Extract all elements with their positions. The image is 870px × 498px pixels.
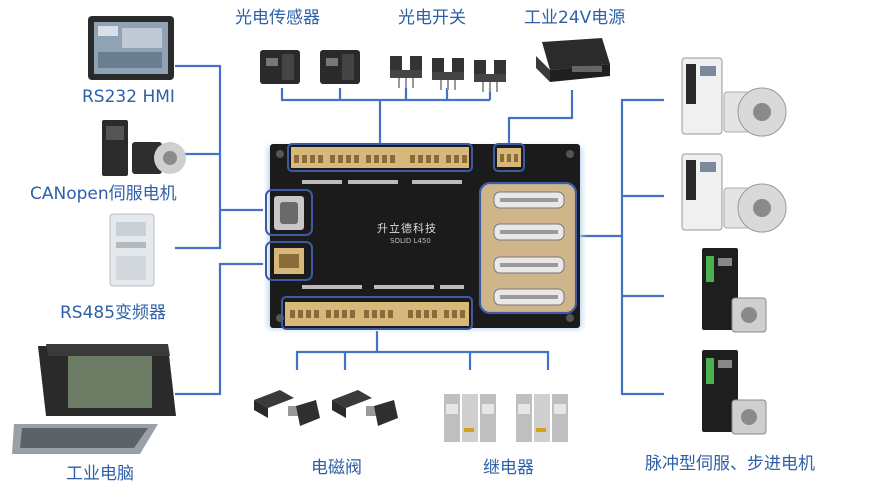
- label-pulse-servo-stepper: 脉冲型伺服、步进电机: [645, 454, 815, 474]
- power-supply-image: [532, 36, 612, 96]
- board-model-text: SOLID L450: [390, 237, 431, 245]
- board-brand-text: 升立德科技: [377, 222, 437, 235]
- photo-switch-image-3: [472, 54, 510, 98]
- stepper-driver-image-2: [696, 348, 776, 442]
- controller-board: 升立德科技 SOLID L450: [262, 140, 586, 333]
- label-solenoid-valve: 电磁阀: [311, 458, 362, 478]
- solenoid-valve-image-2: [328, 386, 400, 440]
- servo-motor-image-2: [674, 148, 794, 244]
- photo-switch-image-2: [430, 52, 468, 96]
- photo-switch-image-1: [388, 50, 426, 94]
- photo-sensor-image-1: [256, 44, 306, 94]
- solenoid-valve-image-1: [250, 386, 322, 440]
- label-rs232-hmi: RS232 HMI: [82, 87, 175, 107]
- stepper-driver-image-1: [696, 246, 776, 340]
- label-relay: 继电器: [483, 458, 534, 478]
- servo-motor-image-1: [674, 52, 794, 148]
- label-power-24v: 工业24V电源: [524, 8, 626, 28]
- photo-sensor-image-2: [316, 44, 366, 94]
- relay-image-1: [440, 384, 504, 458]
- industrial-pc-image: [8, 338, 178, 462]
- label-photo-switch: 光电开关: [398, 8, 466, 28]
- label-rs485-inverter: RS485变频器: [60, 303, 167, 323]
- label-canopen-servo: CANopen伺服电机: [30, 184, 177, 204]
- relay-image-2: [512, 384, 576, 458]
- label-photo-sensor: 光电传感器: [235, 8, 320, 28]
- hmi-panel-image: [86, 14, 176, 88]
- label-industrial-pc: 工业电脑: [66, 464, 134, 484]
- canopen-servo-image: [98, 118, 188, 184]
- inverter-image: [108, 212, 158, 292]
